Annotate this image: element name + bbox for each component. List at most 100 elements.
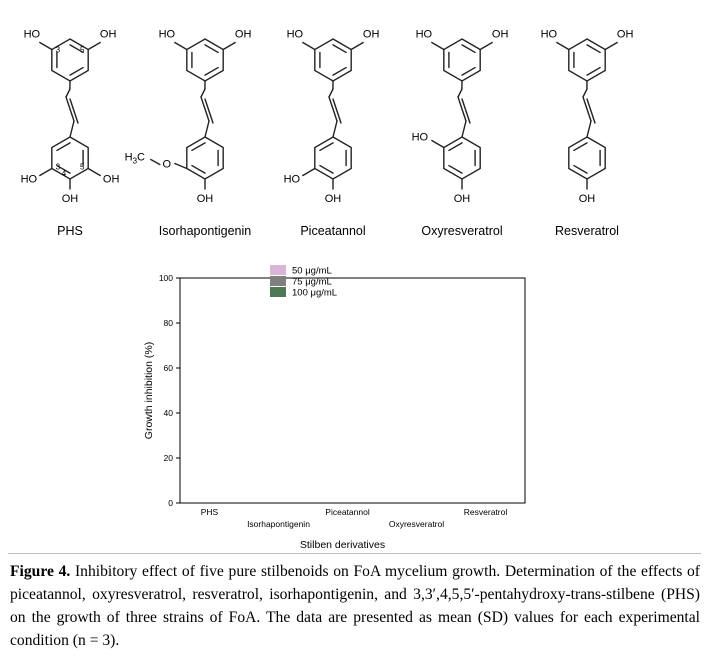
vinyl-bond	[457, 88, 463, 98]
hydroxyl-bond	[431, 41, 445, 51]
y-tick-label: 20	[164, 453, 174, 463]
methyl-label: H3C	[125, 152, 145, 166]
caption-label: Figure 4.	[10, 563, 71, 580]
x-tick-label: Piceatannol	[325, 507, 370, 517]
y-tick-label: 0	[168, 498, 173, 508]
hydroxyl-label: OH	[100, 29, 117, 41]
vinyl-bond	[582, 88, 588, 98]
ring-double-bond	[586, 66, 601, 76]
hydroxyl-label: HO	[287, 29, 304, 41]
hydroxyl-label: HO	[284, 174, 301, 186]
caption-separator	[8, 553, 701, 554]
hydroxyl-label: HO	[412, 132, 429, 144]
hydroxyl-label: OH	[235, 29, 252, 41]
vinyl-double-bond	[328, 96, 338, 122]
legend-label: 50 μg/mL	[292, 266, 332, 277]
vinyl-double-bond	[200, 96, 210, 122]
compound-name: Piceatannol	[300, 224, 365, 238]
vinyl-bond	[69, 120, 75, 138]
legend-swatch	[270, 287, 286, 297]
vinyl-double-bond	[586, 98, 596, 124]
hydroxyl-label: OH	[454, 193, 471, 205]
hydroxyl-label: OH	[363, 29, 380, 41]
compound-name: PHS	[57, 224, 83, 238]
hydroxyl-label: OH	[492, 29, 509, 41]
hydroxyl-label: HO	[24, 29, 41, 41]
hydroxyl-bond	[431, 139, 445, 149]
ring-double-bond	[461, 66, 476, 76]
x-axis-label: Stilben derivatives	[300, 539, 385, 550]
vinyl-bond	[200, 88, 206, 98]
ring-double-bond	[448, 164, 463, 174]
hydroxyl-label: OH	[325, 193, 342, 205]
x-tick-label: Resveratrol	[464, 507, 508, 517]
hydroxyl-label: HO	[416, 29, 433, 41]
hydroxyl-bond	[87, 167, 101, 177]
hydroxyl-bond	[350, 41, 364, 51]
compound-name: Isorhapontigenin	[159, 224, 251, 238]
figure-caption: Figure 4. Inhibitory effect of five pure…	[10, 560, 700, 652]
ring-double-bond	[332, 44, 347, 54]
legend-swatch	[270, 276, 286, 286]
vinyl-double-bond	[461, 98, 471, 124]
ring-double-bond	[319, 142, 334, 152]
y-tick-label: 100	[159, 273, 173, 283]
position-number: 3	[56, 46, 61, 55]
growth-inhibition-chart: 56.860.7< 50< 50< 50IC50 (μg/mL) : 02040…	[143, 265, 526, 550]
ring-double-bond	[191, 142, 206, 152]
y-tick-label: 60	[164, 363, 174, 373]
hydroxyl-label: OH	[617, 29, 634, 41]
position-number: 3	[56, 163, 61, 172]
hydroxyl-bond	[39, 167, 53, 177]
x-tick-label: Isorhapontigenin	[247, 519, 310, 529]
compound-name: Resveratrol	[555, 224, 619, 238]
vinyl-bond	[332, 120, 338, 138]
plot-frame	[179, 277, 526, 504]
legend-label: 100 μg/mL	[292, 288, 337, 299]
ring-double-bond	[56, 142, 71, 152]
y-tick-label: 80	[164, 318, 174, 328]
vinyl-double-bond	[332, 98, 342, 124]
hydroxyl-bond	[302, 41, 316, 51]
vinyl-double-bond	[69, 98, 79, 124]
position-number: 5	[80, 163, 85, 172]
hydroxyl-label: OH	[103, 174, 120, 186]
vinyl-bond	[461, 120, 467, 138]
ring-double-bond	[573, 164, 588, 174]
ring-double-bond	[332, 66, 347, 76]
vinyl-bond	[328, 88, 334, 98]
ring-double-bond	[573, 142, 588, 152]
hydroxyl-label: HO	[159, 29, 176, 41]
vinyl-double-bond	[582, 96, 592, 122]
compound-name: Oxyresveratrol	[421, 224, 502, 238]
caption-text: Inhibitory effect of five pure stilbenoi…	[10, 563, 701, 649]
hydroxyl-bond	[174, 41, 188, 51]
hydroxyl-label: OH	[62, 193, 79, 205]
ring-double-bond	[69, 44, 84, 54]
ring-double-bond	[461, 44, 476, 54]
ring-double-bond	[69, 66, 84, 76]
ring-double-bond	[191, 164, 206, 174]
vinyl-double-bond	[457, 96, 467, 122]
ring-double-bond	[319, 164, 334, 174]
vinyl-bond	[204, 120, 210, 138]
vinyl-double-bond	[204, 98, 214, 124]
y-axis-label: Growth inhibition (%)	[143, 342, 155, 439]
position-number: 4	[62, 169, 67, 178]
hydroxyl-bond	[479, 41, 493, 51]
position-number: 5	[80, 46, 85, 55]
vinyl-bond	[65, 88, 71, 98]
ring-double-bond	[56, 164, 71, 174]
y-tick-label: 40	[164, 408, 174, 418]
x-tick-label: Oxyresveratrol	[389, 519, 444, 529]
methoxy-bond	[174, 162, 188, 170]
ring-double-bond	[204, 44, 219, 54]
hydroxyl-bond	[302, 167, 316, 177]
vinyl-double-bond	[65, 96, 75, 122]
hydroxyl-label: OH	[579, 193, 596, 205]
methoxy-bond	[150, 158, 161, 166]
hydroxyl-label: OH	[197, 193, 214, 205]
hydroxyl-label: HO	[541, 29, 558, 41]
hydroxyl-bond	[604, 41, 618, 51]
